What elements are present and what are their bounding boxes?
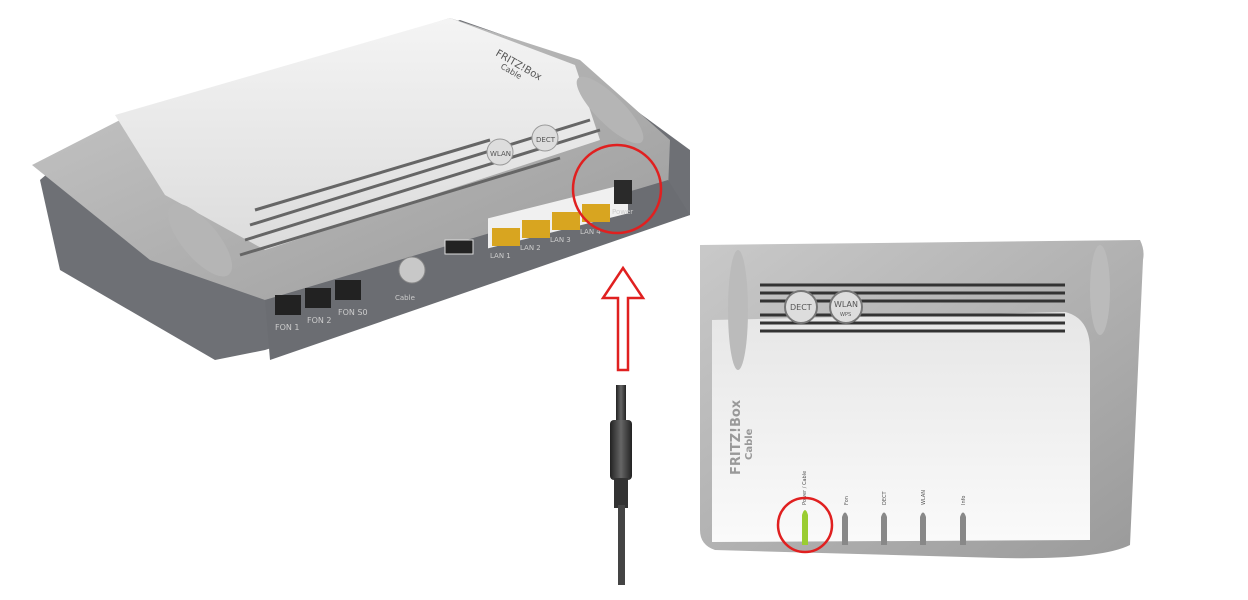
- router-top-inner-panel: [712, 312, 1090, 542]
- led-dect: [881, 512, 887, 545]
- fon1-label: FON 1: [275, 323, 300, 332]
- model-label-top: Cable: [744, 428, 755, 460]
- left-grip: [167, 203, 233, 277]
- right-grip-top: [1090, 245, 1110, 335]
- power-led-highlight-circle: [776, 496, 834, 554]
- fon1-port[interactable]: [275, 295, 301, 315]
- power-port-label: Power: [612, 208, 633, 216]
- wlan-button[interactable]: [486, 138, 514, 166]
- fon2-label: FON 2: [307, 316, 332, 325]
- lan4-label: LAN 4: [580, 228, 601, 236]
- led-wlan: [920, 512, 926, 545]
- fons0-port[interactable]: [335, 280, 361, 300]
- led-info: [960, 512, 966, 545]
- brand-logo-top: FRITZ!Box: [729, 399, 744, 475]
- wlan-button-label: WLAN: [490, 150, 511, 158]
- led-fon: [842, 512, 848, 545]
- fon2-port[interactable]: [305, 288, 331, 308]
- power-port[interactable]: [614, 180, 632, 204]
- usb-port[interactable]: [444, 239, 474, 255]
- led-label-dect: DECT: [882, 490, 888, 505]
- lan-ports: LAN 1 LAN 2 LAN 3 LAN 4: [488, 183, 628, 260]
- left-grip-top: [728, 250, 748, 370]
- wlan-button-top-label: WLAN: [834, 300, 858, 309]
- dect-button-top[interactable]: [784, 290, 818, 324]
- power-cable-plug: [610, 385, 632, 585]
- wlan-wps-button[interactable]: [829, 290, 863, 324]
- led-label-info: Info: [961, 496, 967, 505]
- cable-port-label: Cable: [395, 294, 415, 302]
- router-back-panel: [265, 180, 690, 360]
- fons0-label: FON S0: [338, 308, 368, 317]
- lan1-port[interactable]: [492, 228, 520, 246]
- router-top-face: [115, 18, 600, 250]
- fon-ports: FON 1 FON 2 FON S0: [275, 280, 368, 332]
- router-rear-view: WLAN DECT FRITZ!Box Cable FON 1 FON 2 FO…: [32, 18, 690, 360]
- router-top-view: DECT WLAN WPS FRITZ!Box Cable Power / Ca…: [700, 240, 1144, 559]
- lan3-port[interactable]: [552, 212, 580, 230]
- dect-button[interactable]: [531, 124, 559, 152]
- wps-label: WPS: [840, 312, 851, 318]
- cable-coax-port[interactable]: [398, 256, 426, 284]
- led-label-fon: Fon: [844, 496, 850, 505]
- led-label-power-cable: Power / Cable: [802, 471, 808, 505]
- right-grip: [576, 76, 644, 144]
- up-arrow: [600, 265, 646, 372]
- lan1-label: LAN 1: [490, 252, 511, 260]
- dect-button-top-label: DECT: [790, 303, 812, 312]
- status-leds: Power / Cable Fon DECT WLAN Info: [802, 471, 967, 545]
- lan4-port[interactable]: [582, 204, 610, 222]
- power-port-highlight-circle: [571, 143, 663, 235]
- led-power-cable: [802, 510, 808, 545]
- led-label-wlan: WLAN: [921, 490, 927, 505]
- lan2-port[interactable]: [522, 220, 550, 238]
- lan2-label: LAN 2: [520, 244, 541, 252]
- dect-button-label: DECT: [536, 136, 556, 144]
- lan3-label: LAN 3: [550, 236, 571, 244]
